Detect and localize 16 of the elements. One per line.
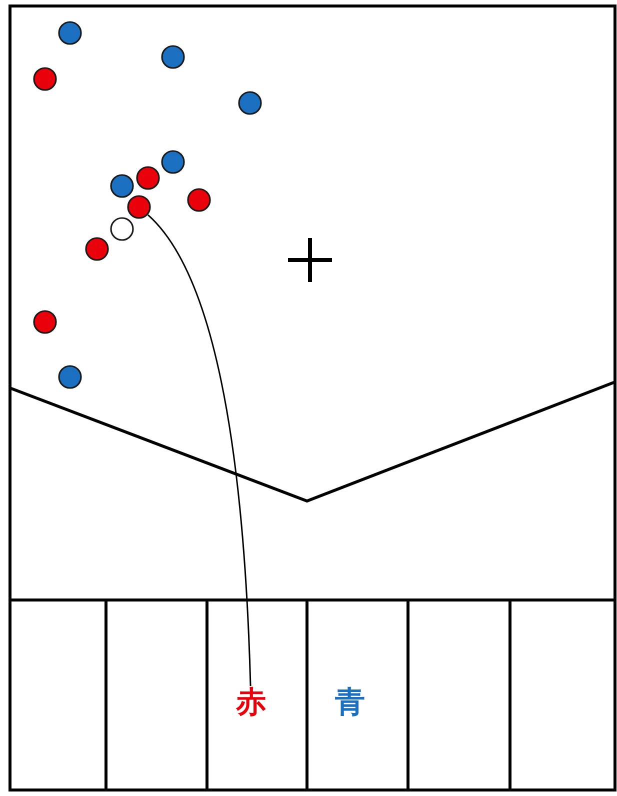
leader-line bbox=[147, 214, 252, 686]
ball bbox=[136, 166, 160, 190]
ball bbox=[161, 150, 185, 174]
ball bbox=[33, 67, 57, 91]
ball bbox=[110, 217, 134, 241]
ball bbox=[127, 195, 151, 219]
ball bbox=[238, 91, 262, 115]
color-label: 赤 bbox=[236, 686, 266, 720]
color-label: 青 bbox=[335, 686, 365, 720]
ball bbox=[85, 237, 109, 261]
ball bbox=[33, 310, 57, 334]
ball bbox=[187, 188, 211, 212]
ball bbox=[58, 365, 82, 389]
ball bbox=[161, 45, 185, 69]
ball bbox=[110, 174, 134, 198]
ball bbox=[58, 21, 82, 45]
